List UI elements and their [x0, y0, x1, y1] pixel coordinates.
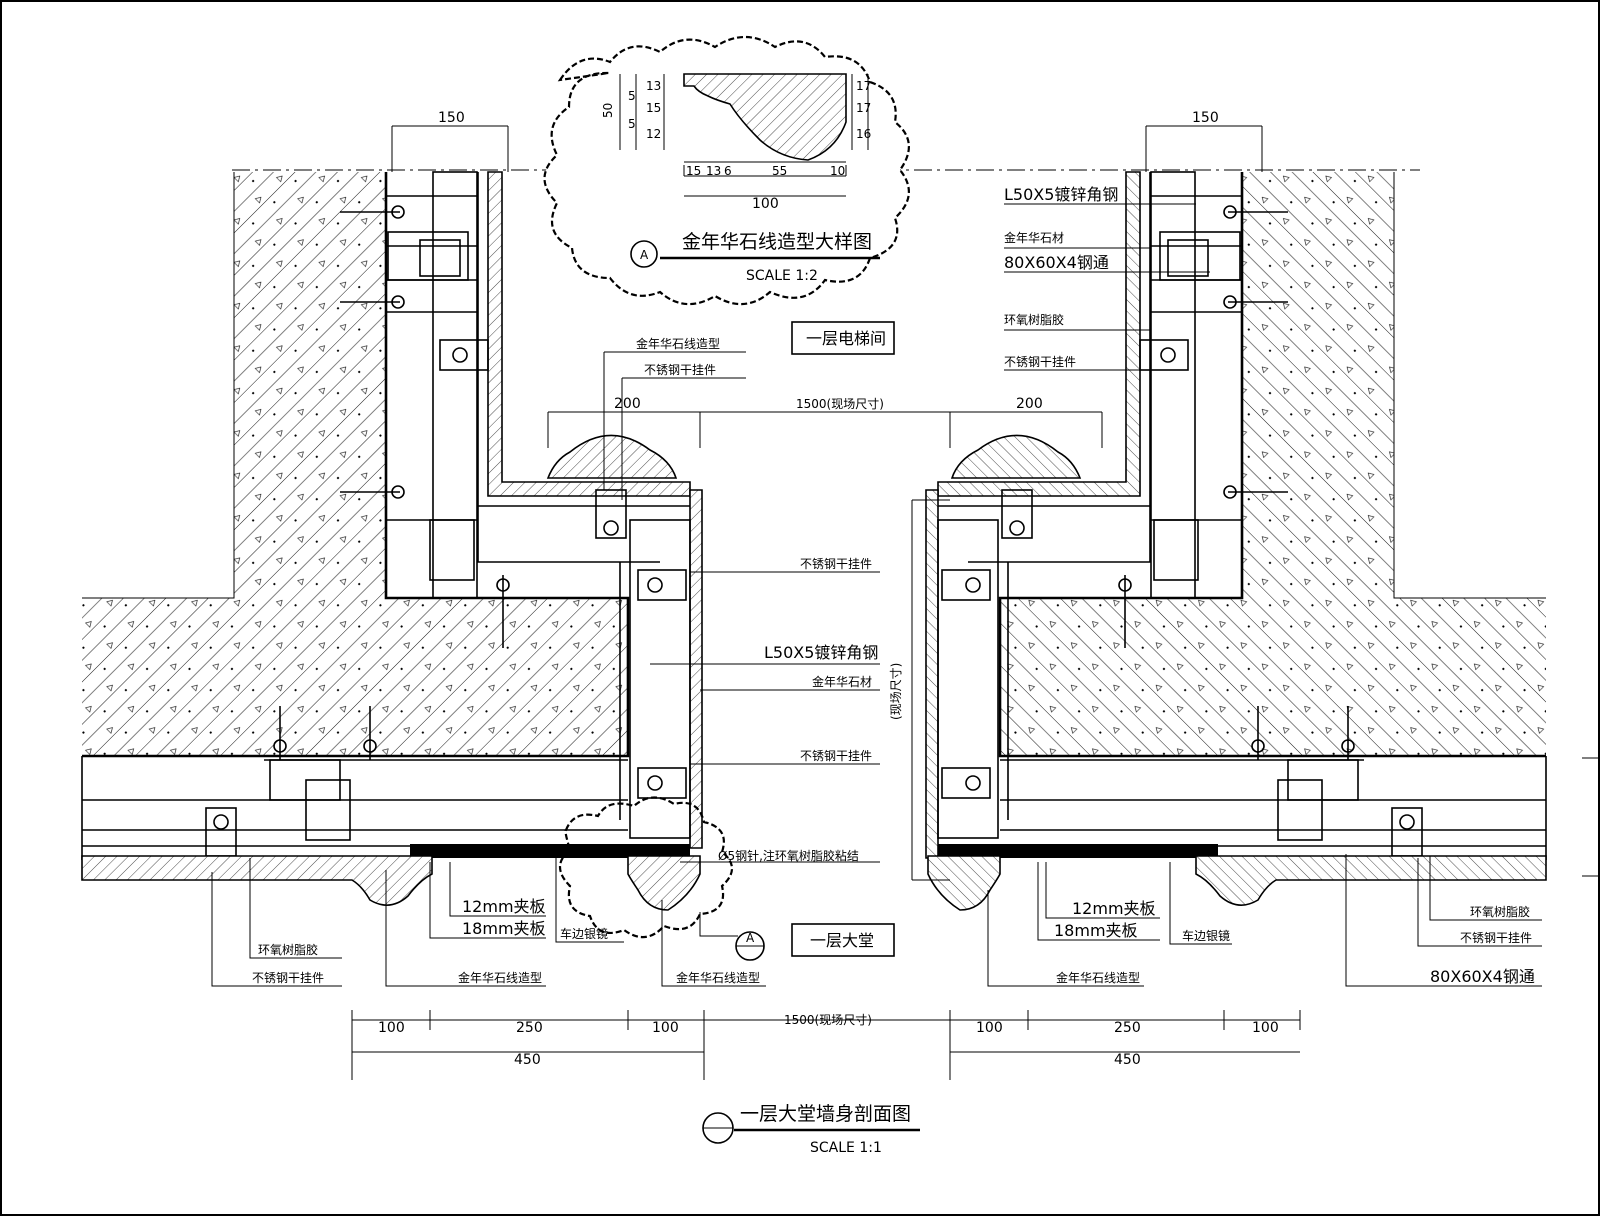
detail-scale: SCALE 1:2 [746, 268, 818, 284]
label-box-lobby [791, 923, 895, 957]
callout-angle-mid: L50X5镀锌角钢 [764, 643, 878, 662]
dim-50: 50 [601, 103, 615, 118]
dim-1500-bottom: 1500(现场尺寸) [784, 1013, 872, 1027]
dim-15: 15 [646, 101, 661, 115]
dim-13: 13 [646, 79, 661, 93]
left-wall-section [81, 171, 703, 911]
callout-hanger-mid: 不锈钢干挂件 [800, 557, 872, 571]
callout-hanger-top: 不锈钢干挂件 [644, 363, 716, 377]
callout-hanger-low: 不锈钢干挂件 [800, 749, 872, 763]
callout-stone-line-br: 金年华石线造型 [1056, 970, 1140, 985]
detail-bubble [630, 240, 658, 268]
small-cloud [558, 796, 734, 939]
callout-pin: Ø5钢针,注环氧树脂胶粘结 [718, 848, 859, 863]
callout-ply18-r: 18mm夹板 [1054, 921, 1138, 940]
callout-ply18-l: 18mm夹板 [462, 919, 546, 938]
left-molding [546, 434, 678, 479]
label-lobby: 一层大堂 [810, 931, 874, 950]
callout-channel-right: 80X60X4钢通 [1004, 253, 1109, 272]
dim-150-right: 150 [1192, 110, 1219, 126]
callout-hanger-br: 不锈钢干挂件 [1460, 931, 1532, 945]
dim-13b: 13 [706, 164, 721, 178]
callout-mirror-r: 车边银镜 [1182, 928, 1230, 943]
callout-marble-right: 金年华石材 [1004, 230, 1064, 245]
label-box-stairwell [791, 321, 895, 355]
callout-ply12-r: 12mm夹板 [1072, 899, 1156, 918]
callout-channel-br: 80X60X4钢通 [1430, 967, 1535, 986]
callout-stone-line-bl: 金年华石线造型 [458, 970, 542, 985]
dim-5b: 5 [628, 117, 636, 131]
dim-10: 10 [830, 164, 845, 178]
detail-cloud: 50 13 15 12 5 5 17 17 16 15 13 6 55 10 1… [543, 36, 910, 306]
dim-6: 6 [724, 164, 732, 178]
dim-100-r1: 100 [976, 1020, 1003, 1036]
right-wall-section [925, 171, 1547, 911]
dimension-lines [351, 125, 1301, 1080]
leader-lines [211, 203, 1542, 987]
callout-mirror-l: 车边银镜 [560, 926, 608, 941]
callout-stone-line-top: 金年华石线造型 [636, 336, 720, 351]
dim-100-l1: 100 [378, 1020, 405, 1036]
dim-250-l: 250 [516, 1020, 543, 1036]
dim-vertical: (现场尺寸) [889, 663, 903, 720]
callout-ply12-l: 12mm夹板 [462, 897, 546, 916]
detail-bubble-label: A [640, 248, 649, 262]
molding-profile [683, 73, 847, 161]
dim-100-r2: 100 [1252, 1020, 1279, 1036]
section-bubble-label: A [746, 931, 755, 945]
left-marble-vertical [487, 171, 691, 497]
dim-17a: 17 [856, 79, 871, 93]
detail-title: 金年华石线造型大样图 [682, 231, 872, 253]
dim-450-r: 450 [1114, 1052, 1141, 1068]
dim-15b: 15 [686, 164, 701, 178]
dim-55: 55 [772, 164, 787, 178]
dim-200-left: 200 [614, 396, 641, 412]
callout-epoxy-right: 环氧树脂胶 [1004, 312, 1064, 327]
callout-stone-line-bc: 金年华石线造型 [676, 970, 760, 985]
callout-hanger-bl: 不锈钢干挂件 [252, 971, 324, 985]
callout-epoxy-bl: 环氧树脂胶 [258, 942, 318, 957]
dim-250-r: 250 [1114, 1020, 1141, 1036]
dim-1500-top: 1500(现场尺寸) [796, 397, 884, 411]
dim-16: 16 [856, 127, 871, 141]
callout-marble-mid: 金年华石材 [812, 674, 872, 689]
dim-17b: 17 [856, 101, 871, 115]
dim-100-l2: 100 [652, 1020, 679, 1036]
callout-angle-right: L50X5镀锌角钢 [1004, 185, 1118, 204]
left-concrete [82, 172, 628, 756]
dim-5a: 5 [628, 89, 636, 103]
dim-100: 100 [752, 196, 779, 212]
main-title: 一层大堂墙身剖面图 [740, 1103, 911, 1125]
left-mirror-band [410, 844, 690, 858]
main-scale: SCALE 1:1 [810, 1140, 882, 1156]
dim-150-left: 150 [438, 110, 465, 126]
dim-12: 12 [646, 127, 661, 141]
dim-450-l: 450 [514, 1052, 541, 1068]
callout-hanger-right: 不锈钢干挂件 [1004, 355, 1076, 369]
callout-epoxy-br: 环氧树脂胶 [1470, 904, 1530, 919]
dim-200-right: 200 [1016, 396, 1043, 412]
label-stairwell: 一层电梯间 [806, 329, 886, 348]
